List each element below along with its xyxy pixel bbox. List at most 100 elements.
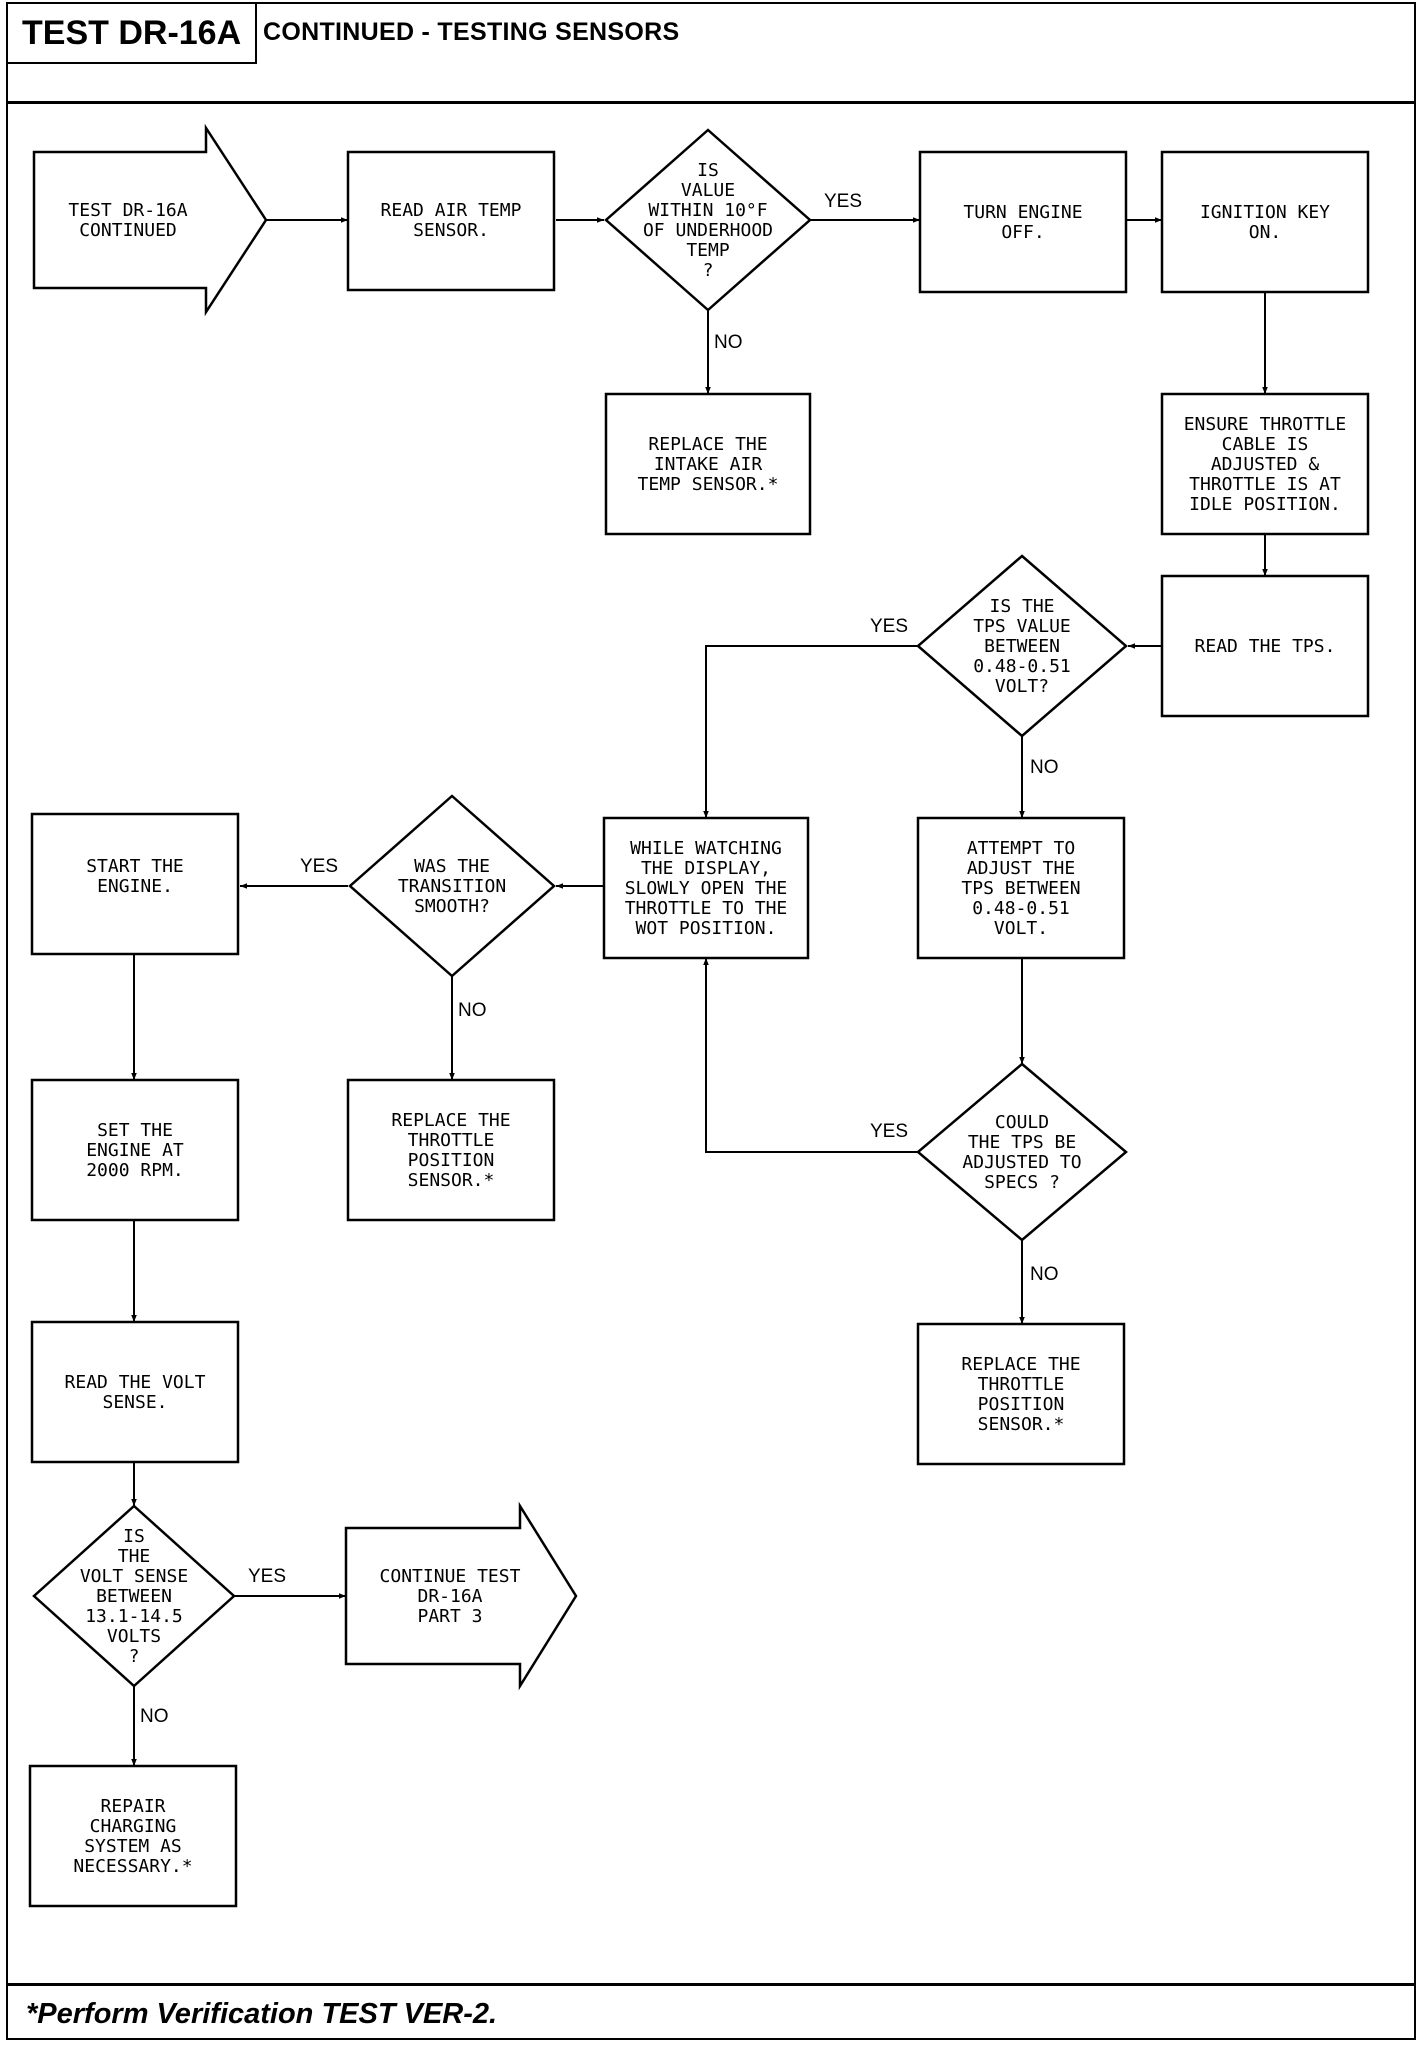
test-id: TEST DR-16A bbox=[8, 4, 258, 64]
verification-note: *Perform Verification TEST VER-2. bbox=[26, 1998, 498, 2030]
node-line: IS bbox=[123, 1526, 145, 1547]
shape-read-volt bbox=[30, 1320, 240, 1464]
node-line: THE TPS BE bbox=[968, 1132, 1076, 1153]
node-line: ADJUSTED & bbox=[1211, 454, 1320, 475]
node-line: CABLE IS bbox=[1222, 434, 1309, 455]
shape-read-air-temp bbox=[346, 150, 556, 292]
node-line: SENSOR. bbox=[413, 220, 489, 241]
node-line: OFF. bbox=[1001, 222, 1044, 243]
shape-turn-engine-off bbox=[918, 150, 1128, 294]
node-line: TEMP SENSOR.* bbox=[638, 474, 779, 495]
header: TEST DR-16A CONTINUED - TESTING SENSORS bbox=[6, 2, 1416, 104]
node-line: CONTINUE TEST bbox=[380, 1566, 521, 1587]
node-line: IGNITION KEY bbox=[1200, 202, 1330, 223]
node-line: REPLACE THE bbox=[961, 1354, 1080, 1375]
node-line: ADJUSTED TO bbox=[962, 1152, 1081, 1173]
shape-start-engine bbox=[30, 812, 240, 956]
shape-start bbox=[32, 123, 268, 317]
shape-could-adjust bbox=[916, 1062, 1128, 1242]
node-line: VOLT SENSE bbox=[80, 1566, 188, 1587]
node-line: SENSOR.* bbox=[408, 1170, 495, 1191]
node-line: VOLT. bbox=[994, 918, 1048, 939]
shape-repair-charging bbox=[28, 1764, 238, 1908]
node-line: ? bbox=[129, 1646, 140, 1667]
node-line: SENSOR.* bbox=[978, 1414, 1065, 1435]
shape-while-watching bbox=[602, 816, 810, 960]
node-line: TPS BETWEEN bbox=[961, 878, 1080, 899]
node-line: CHARGING bbox=[90, 1816, 177, 1837]
node-line: TEMP bbox=[686, 240, 730, 261]
shape-value-within bbox=[604, 128, 812, 312]
node-line: ? bbox=[703, 260, 714, 281]
node-line: SYSTEM AS bbox=[84, 1836, 182, 1857]
node-line: REPAIR bbox=[100, 1796, 165, 1817]
node-line: TPS VALUE bbox=[973, 616, 1071, 637]
shape-ignition-key-on bbox=[1160, 150, 1370, 294]
tps-yes-label: YES bbox=[870, 616, 908, 637]
could-no-label: NO bbox=[1030, 1264, 1059, 1285]
node-line: WHILE WATCHING bbox=[630, 838, 782, 859]
node-line: THROTTLE bbox=[408, 1130, 495, 1151]
node-line: WITHIN 10°F bbox=[648, 200, 767, 221]
node-line: THROTTLE IS AT bbox=[1189, 474, 1341, 495]
could-yes-label: YES bbox=[870, 1121, 908, 1142]
volt-yes-label: YES bbox=[248, 1566, 286, 1587]
node-line: SMOOTH? bbox=[414, 896, 490, 917]
smooth-no-label: NO bbox=[458, 1000, 487, 1021]
node-line: ON. bbox=[1249, 222, 1282, 243]
edge-could-yes bbox=[703, 958, 918, 1153]
node-line: 0.48-0.51 bbox=[973, 656, 1071, 677]
node-line: DR-16A bbox=[417, 1586, 482, 1607]
node-line: POSITION bbox=[408, 1150, 495, 1171]
node-line: SENSE. bbox=[102, 1392, 167, 1413]
edge-labels: YES NO YES NO YES NO YES NO YES NO bbox=[140, 191, 1059, 1727]
node-line: 0.48-0.51 bbox=[972, 898, 1070, 919]
node-line: WAS THE bbox=[414, 856, 490, 877]
node-line: THROTTLE TO THE bbox=[625, 898, 788, 919]
node-line: SET THE bbox=[97, 1120, 173, 1141]
node-line: SPECS ? bbox=[984, 1172, 1060, 1193]
footer: *Perform Verification TEST VER-2. bbox=[6, 1983, 1416, 2040]
node-read-tps: READ THE TPS. bbox=[1195, 636, 1336, 657]
connectors bbox=[131, 217, 1268, 1766]
value-yes-label: YES bbox=[824, 191, 862, 212]
node-line: READ THE VOLT bbox=[65, 1372, 206, 1393]
node-line: INTAKE AIR bbox=[654, 454, 763, 475]
page-title: CONTINUED - TESTING SENSORS bbox=[263, 18, 680, 46]
node-line: TEST DR-16A bbox=[68, 200, 187, 221]
node-line: TRANSITION bbox=[398, 876, 506, 897]
shape-set-engine bbox=[30, 1078, 240, 1222]
node-line: COULD bbox=[995, 1112, 1049, 1133]
node-line: ATTEMPT TO bbox=[967, 838, 1075, 859]
shape-replace-intake bbox=[604, 392, 812, 536]
shape-transition-smooth bbox=[348, 794, 556, 978]
node-line: PART 3 bbox=[417, 1606, 482, 1627]
node-line: THE DISPLAY, bbox=[641, 858, 771, 879]
value-no-label: NO bbox=[714, 332, 743, 353]
node-line: NECESSARY.* bbox=[73, 1856, 192, 1877]
node-line: READ THE TPS. bbox=[1195, 636, 1336, 657]
shape-continue-test bbox=[344, 1501, 578, 1691]
node-line: START THE bbox=[86, 856, 184, 877]
node-line: ADJUST THE bbox=[967, 858, 1075, 879]
node-line: BETWEEN bbox=[96, 1586, 172, 1607]
node-line: VOLT? bbox=[995, 676, 1049, 697]
node-line: REPLACE THE bbox=[391, 1110, 510, 1131]
node-line: ENGINE. bbox=[97, 876, 173, 897]
